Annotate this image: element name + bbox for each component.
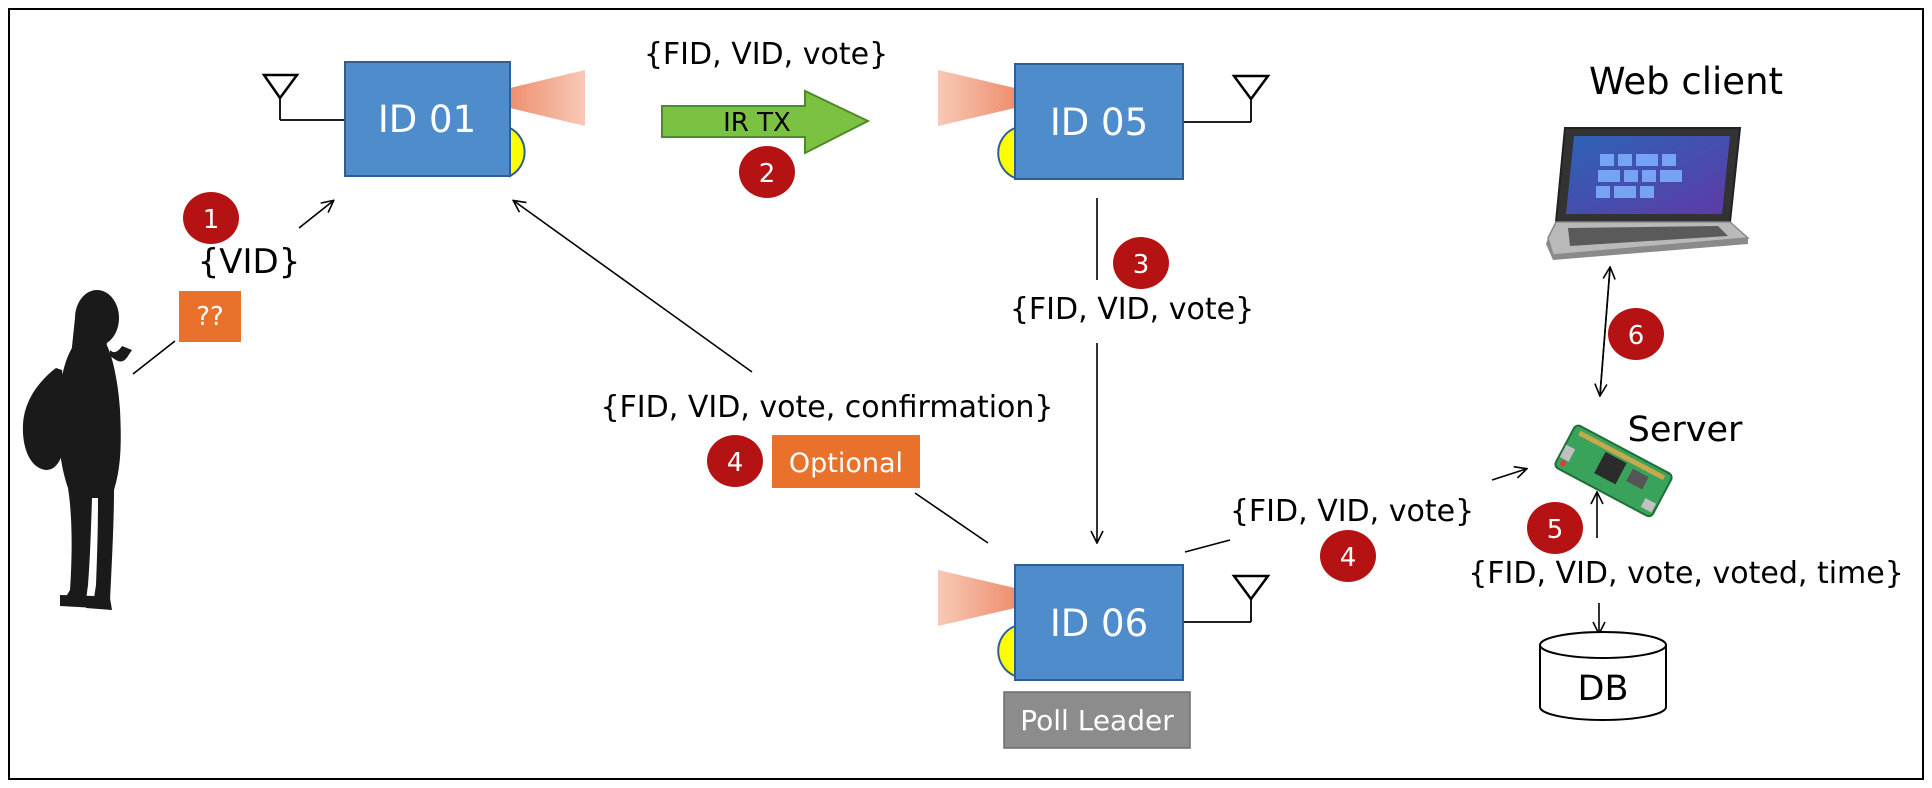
node-id06-box <box>1014 564 1184 681</box>
svg-text:6: 6 <box>1628 321 1645 351</box>
step-badge-5: 5 <box>1527 502 1583 554</box>
to-server-line <box>1184 539 1231 553</box>
db-label: DB <box>1578 669 1629 709</box>
svg-text:4: 4 <box>727 448 744 478</box>
ir-tx-label: IR TX <box>723 108 791 138</box>
node-id01: ID 01 <box>261 61 585 178</box>
ir-emitter-icon <box>938 570 1015 626</box>
server-label: Server <box>1628 410 1743 450</box>
node-id06-label: ID 06 <box>1050 602 1148 645</box>
to-server-message: {FID, VID, vote} <box>1230 494 1474 529</box>
optional-tag <box>772 435 920 488</box>
node-id01-label: ID 01 <box>378 98 476 141</box>
web-client-label: Web client <box>1589 60 1783 103</box>
laptop-icon <box>1546 127 1750 260</box>
ir-tx-arrow: IR TX <box>661 89 871 155</box>
diagram-border <box>8 8 1924 780</box>
ir-emitter-icon <box>510 70 585 126</box>
svg-text:4: 4 <box>1340 543 1357 573</box>
optional-connector <box>914 492 989 544</box>
node-id05-label: ID 05 <box>1050 101 1148 144</box>
antenna-icon <box>1231 574 1271 622</box>
antenna-icon <box>261 73 300 120</box>
node-id05: ID 05 <box>938 63 1271 180</box>
ir-receiver-icon <box>997 624 1016 678</box>
ir-emitter-icon <box>938 70 1015 126</box>
arrow-to-id01 <box>298 201 333 229</box>
unknown-device-label: ?? <box>196 302 224 332</box>
poll-leader-tag <box>1003 691 1191 749</box>
step-badge-6: 6 <box>1608 308 1664 360</box>
svg-text:3: 3 <box>1133 250 1150 280</box>
step-badge-1: 1 <box>183 192 239 244</box>
person-silhouette-icon <box>22 290 132 610</box>
node-id05-box <box>1014 63 1184 180</box>
poll-leader-label: Poll Leader <box>1020 704 1174 737</box>
svg-text:5: 5 <box>1547 515 1564 545</box>
arrow-to-server <box>1491 469 1526 481</box>
node-id06: ID 06 Poll Leader <box>938 564 1271 749</box>
unknown-device-tag <box>179 291 241 342</box>
ir-packet-message: {FID, VID, vote} <box>644 37 888 72</box>
database-icon <box>1539 631 1667 721</box>
svg-text:1: 1 <box>203 205 220 235</box>
step-badge-2: 2 <box>739 146 795 198</box>
confirmation-message: {FID, VID, vote, confirmation} <box>600 390 1053 425</box>
antenna-icon <box>1231 74 1271 122</box>
step-badge-4-confirmation: 4 <box>707 435 763 487</box>
svg-text:2: 2 <box>759 159 776 189</box>
step-badge-3: 3 <box>1113 237 1169 289</box>
ir-receiver-icon <box>509 126 526 178</box>
relay-message: {FID, VID, vote} <box>1010 292 1254 327</box>
ir-receiver-icon <box>997 126 1016 180</box>
phone-connector <box>132 340 176 375</box>
node-id01-box <box>344 61 511 177</box>
confirmation-arrow-to-id01 <box>514 201 753 373</box>
db-message: {FID, VID, vote, voted, time} <box>1468 556 1904 591</box>
raspberry-pi-icon <box>1554 424 1673 518</box>
optional-label: Optional <box>789 448 903 479</box>
vid-message: {VID} <box>198 242 301 282</box>
step-badge-4-server: 4 <box>1320 530 1376 582</box>
arrow-to-server-from-client <box>1600 267 1611 395</box>
